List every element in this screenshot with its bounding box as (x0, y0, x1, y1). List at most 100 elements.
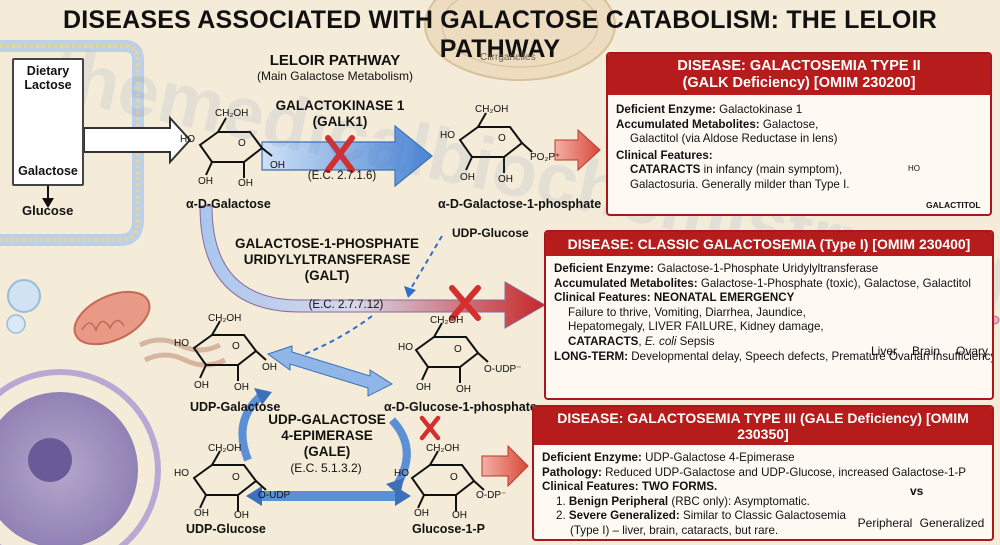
chem-o-dp: O-DP⁻ (476, 490, 507, 501)
galt-enzyme-label: GALACTOSE-1-PHOSPHATE URIDYLYLTRANSFERAS… (222, 236, 432, 284)
disease-galactosemia-type3-box: DISEASE: GALACTOSEMIA TYPE III (GALE Def… (532, 405, 994, 541)
disease3-clin-row: Clinical Features: TWO FORMS. (542, 480, 984, 495)
chem-ch2oh-3: CH₂OH (208, 313, 242, 324)
cell-label-generalized: Generalized (919, 516, 985, 530)
disease1-header: DISEASE: CLASSIC GALACTOSEMIA (Type I) [… (546, 232, 992, 256)
disease1-long: Developmental delay, Speech defects, Pre… (631, 349, 994, 363)
disease1-long-row: LONG-TERM: Developmental delay, Speech d… (554, 349, 992, 365)
disease1-clin3b: , (638, 334, 645, 348)
galk-enzyme-label: GALACTOKINASE 1 (GALK1) (270, 98, 410, 130)
udp-glucose-donor-label: UDP-Glucose (452, 226, 529, 240)
disease1-neonatal: NEONATAL EMERGENCY (653, 291, 795, 305)
lactose-to-galactose-arrow (83, 115, 192, 165)
disease1-clin2-row: Hepatomegaly, LIVER FAILURE, Kidney dama… (554, 320, 984, 335)
to-disease3-arrow (481, 444, 529, 488)
disease3-path-label: Pathology: (542, 465, 602, 479)
glucose1p-ring (410, 450, 485, 511)
disease3-f2-num: 2. (556, 509, 566, 523)
chem-oh-1a: OH (270, 160, 285, 171)
chem-po2p: PO₂P⁺ (530, 152, 561, 163)
galk-block-cross (325, 135, 355, 173)
organ-label-liver: Liver (870, 344, 897, 358)
disease1-clin2c: , Kidney damage, (733, 320, 824, 334)
disease1-enzyme-label: Deficient Enzyme: (554, 262, 654, 275)
chem-oh-4a: OH (416, 382, 431, 393)
galt-line1: GALACTOSE-1-PHOSPHATE (234, 236, 420, 251)
chem-oh-4b: OH (456, 384, 471, 395)
galt-line3: (GALT) (304, 268, 350, 283)
udp-galactose-molecule-label: UDP-Galactose (190, 400, 281, 414)
disease3-form1-row: 1. Benign Peripheral (RBC only): Asympto… (542, 495, 984, 510)
chem-oh-2b: OH (498, 174, 513, 185)
disease1-metab-row: Accumulated Metabolites: Galactose-1-Pho… (554, 277, 984, 292)
udp-galactose-ring (192, 320, 267, 381)
chem-ho-3: HO (174, 338, 189, 349)
udp-glucose-molecule-label: UDP-Glucose (186, 522, 266, 536)
disease3-enzyme-label: Deficient Enzyme: (542, 451, 642, 464)
to-disease2-arrow (554, 128, 601, 172)
disease2-enzyme: Galactokinase 1 (719, 103, 803, 116)
disease1-liver-failure: LIVER FAILURE (648, 320, 734, 334)
disease3-f1: (RBC only): Asymptomatic. (668, 494, 810, 508)
galactose-ring (198, 117, 273, 178)
disease2-clin1-row: CATARACTS in infancy (main symptom), (616, 163, 982, 178)
disease2-header-line1: DISEASE: GALACTOSEMIA TYPE II (677, 58, 921, 74)
disease2-enzyme-label: Deficient Enzyme: (616, 103, 716, 116)
cell-label-peripheral: Peripheral (857, 516, 913, 530)
disease1-clin3-row: CATARACTS, E. coli Sepsis (554, 335, 984, 350)
disease2-enzyme-row: Deficient Enzyme: Galactokinase 1 (616, 103, 982, 118)
galk-line2: (GALK1) (312, 114, 368, 129)
disease2-metab-label: Accumulated Metabolites: (616, 117, 760, 131)
disease1-clin2a: Hepatomegaly, (568, 320, 649, 334)
disease1-metab-label: Accumulated Metabolites: (554, 276, 698, 290)
disease3-f1-bold: Benign Peripheral (568, 494, 669, 508)
vesicle-icon (6, 279, 41, 334)
chem-o-udp: O-UDP (258, 490, 291, 501)
gale-line2: 4-EPIMERASE (281, 428, 373, 443)
mitochondrion-icon (73, 290, 151, 346)
galactose-to-glucose-arrow (42, 186, 54, 208)
vs-label: vs (910, 484, 924, 498)
lactose-label: Lactose (24, 78, 72, 92)
disease2-metab1: Galactose, (762, 117, 819, 131)
udp-glucose-dashed-arrow (299, 235, 443, 357)
chem-ch2oh-5: CH₂OH (208, 443, 242, 454)
chem-ho-5: HO (174, 468, 189, 479)
organ-label-ovary: Ovary (955, 344, 988, 358)
pathway-title: LELOIR PATHWAY (269, 52, 401, 69)
chem-ho-1: HO (180, 134, 195, 145)
galactose-molecule-label: α-D-Galactose (186, 197, 271, 211)
disease3-f1-num: 1. (556, 494, 566, 508)
glc1p-molecule-label: α-D-Glucose-1-phosphate (384, 400, 537, 414)
chem-ch2oh-1: CH₂OH (215, 108, 249, 119)
chem-o-3: O (232, 341, 240, 352)
pathway-title-block: LELOIR PATHWAY (Main Galactose Metabolis… (240, 52, 430, 83)
chem-ho-2: HO (440, 130, 455, 141)
chem-oh-5b: OH (234, 510, 249, 521)
disease3-path-row: Pathology: Reduced UDP-Galactose and UDP… (542, 466, 984, 481)
disease1-clin-label: Clinical Features: (554, 291, 651, 305)
chem-ho-6: HO (394, 468, 409, 479)
gale-line1: UDP-GALACTOSE (268, 412, 386, 427)
disease2-clin1: in infancy (main symptom), (700, 163, 843, 177)
gal1p-molecule-label: α-D-Galactose-1-phosphate (438, 197, 602, 211)
gale-enzyme-label: UDP-GALACTOSE 4-EPIMERASE (GALE) (262, 412, 392, 460)
nucleus-icon (0, 369, 161, 545)
organ-label-brain: Brain (911, 344, 940, 358)
udpgal-glc1p-arrow (266, 345, 394, 397)
chem-oh-1c: OH (238, 178, 253, 189)
disease3-header: DISEASE: GALACTOSEMIA TYPE III (GALE Def… (534, 407, 992, 445)
chem-ch2oh-4: CH₂OH (430, 315, 464, 326)
organelle-label: Clirrganelles (480, 52, 536, 63)
disease2-clin2: Galactosuria. Generally milder than Type… (630, 177, 850, 191)
disease1-ecoli: E. coli (644, 334, 677, 348)
galk-ec: (E.C. 2.7.1.6) (307, 170, 377, 182)
galactitol-ho1: HO (908, 164, 920, 173)
disease3-form2-row: 2. Severe Generalized: Similar to Classi… (542, 509, 984, 524)
disease1-metab: Galactose-1-Phosphate (toxic), Galactose… (700, 276, 971, 290)
organelle-top (424, 0, 616, 81)
disease1-long-label: LONG-TERM: (554, 349, 629, 363)
chem-ho-4: HO (398, 342, 413, 353)
disease3-f2b: (Type I) – liver, brain, cataracts, but … (570, 523, 779, 537)
disease1-sepsis: Sepsis (676, 334, 715, 348)
